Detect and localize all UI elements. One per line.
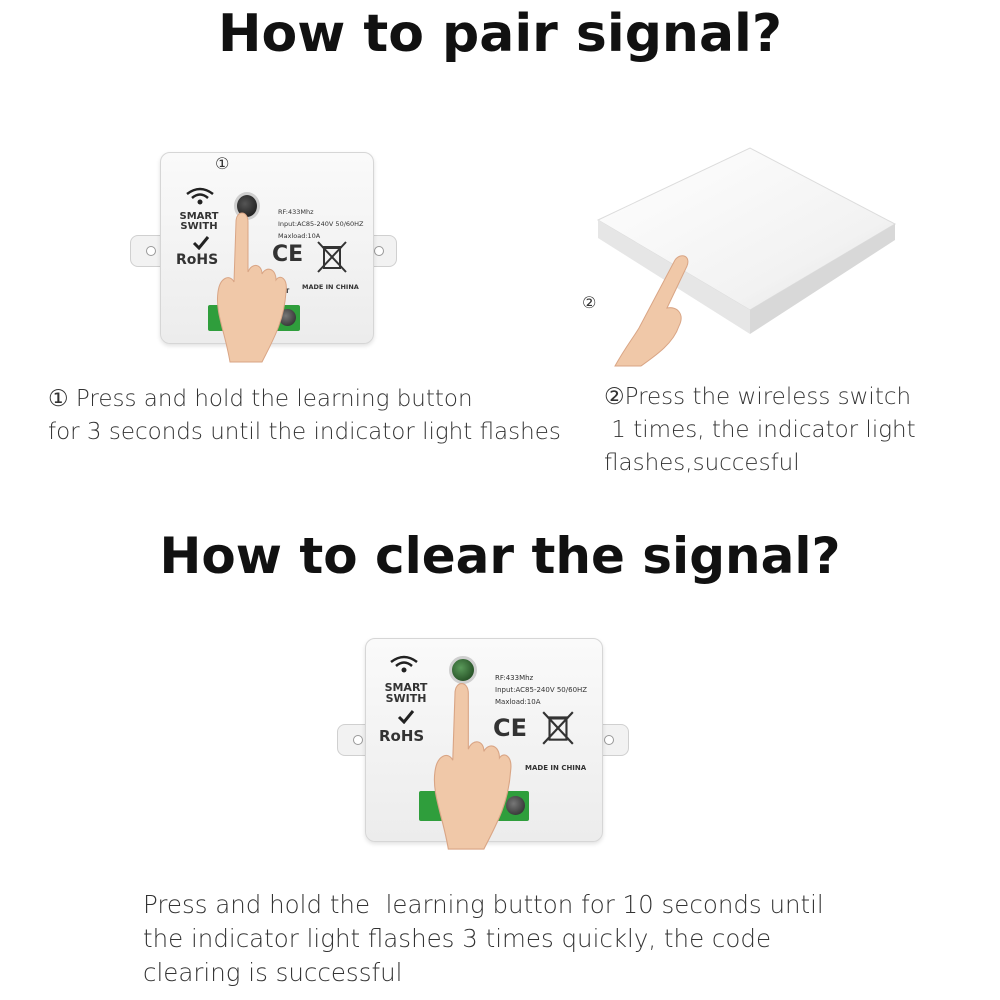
ce-mark: CE: [272, 242, 304, 267]
rf-spec: RF:433Mhz: [278, 208, 314, 216]
caption-line: Press and hold the learning button for 1…: [143, 890, 824, 919]
wireless-switch-figure: ②: [570, 140, 900, 370]
receiver-figure-pair: SMART SWITH RoHS RF:433Mhz Input:AC85-24…: [130, 150, 397, 365]
caption-line: ① Press and hold the learning button: [48, 386, 473, 412]
terminal-screw: [279, 309, 296, 326]
rohs-mark: RoHS: [379, 727, 425, 745]
caption-line: clearing is successful: [143, 958, 403, 987]
learning-button[interactable]: [449, 656, 477, 684]
clear-caption: Press and hold the learning button for 1…: [143, 888, 824, 990]
brand-line-2: SWITH: [385, 692, 427, 705]
hand-icon: [614, 255, 689, 367]
step2-caption: ②Press the wireless switch 1 times, the …: [604, 381, 916, 480]
caption-line: 1 times, the indicator light: [604, 417, 916, 443]
hand-icon: [433, 683, 512, 850]
caption-line: for 3 seconds until the indicator light …: [48, 419, 561, 445]
input-spec: Input:AC85-240V 50/60HZ: [278, 220, 364, 228]
caption-line: the indicator light flashes 3 times quic…: [143, 924, 772, 953]
maxload-spec: Maxload:10A: [495, 698, 541, 706]
rf-spec: RF:433Mhz: [495, 674, 534, 682]
pair-heading: How to pair signal?: [217, 4, 783, 64]
wifi-icon: [390, 655, 418, 673]
clear-heading: How to clear the signal?: [159, 527, 841, 585]
weee-bin-icon: [542, 711, 574, 745]
step1-caption: ① Press and hold the learning button for…: [48, 383, 561, 449]
maxload-spec: Maxload:10A: [278, 232, 321, 240]
check-icon: [397, 710, 415, 724]
receiver-figure-clear: SMART SWITH RoHS RF:433Mhz Input:AC85-24…: [337, 636, 629, 861]
learning-button[interactable]: [234, 192, 260, 220]
rohs-mark: RoHS: [176, 252, 219, 268]
weee-bin-icon: [317, 241, 347, 273]
check-icon: [192, 236, 210, 250]
brand-line-1: SMART: [179, 211, 219, 222]
made-in-label: MADE IN CHINA: [302, 283, 359, 291]
input-spec: Input:AC85-240V 50/60HZ: [495, 686, 588, 694]
brand-line-1: SMART: [384, 681, 428, 694]
step1-marker: ①: [215, 154, 230, 173]
caption-line: ②Press the wireless switch: [604, 384, 912, 410]
step2-marker: ②: [582, 293, 597, 312]
terminal-screw: [506, 796, 525, 815]
ce-mark: CE: [493, 714, 528, 742]
wifi-icon: [186, 187, 214, 205]
brand-line-2: SWITH: [180, 221, 218, 232]
made-in-label: MADE IN CHINA: [525, 764, 587, 772]
caption-line: flashes,succesful: [604, 450, 800, 476]
hand-icon: [216, 212, 287, 363]
